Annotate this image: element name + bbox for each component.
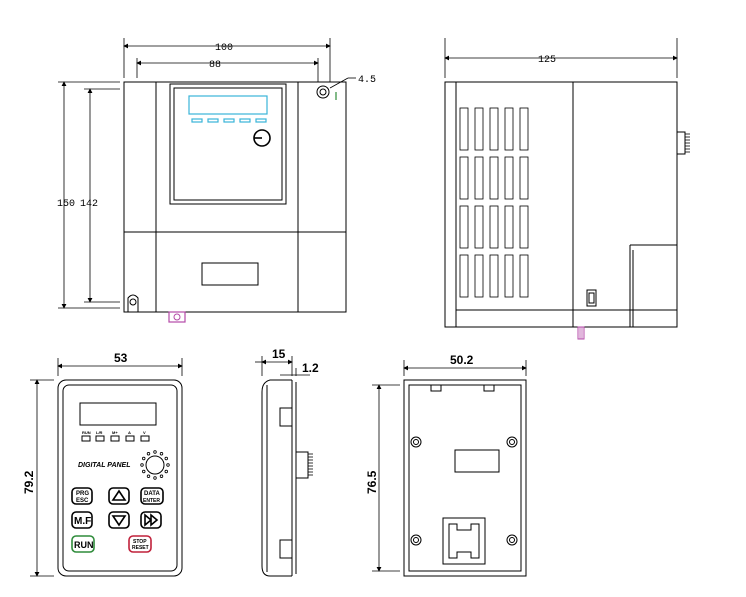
panel-indicator-row: RUN L/R M+ A V [81, 430, 150, 442]
indicator-v-label: V [143, 430, 146, 435]
panel-front-outline [57, 379, 183, 577]
reset-key-label: RESET [132, 545, 149, 551]
front-view: 100 88 150 142 4.5 [57, 38, 376, 323]
vent-slot [519, 107, 529, 151]
vent-slot [459, 205, 469, 249]
vent-slot [474, 156, 484, 200]
front-body-outline [123, 81, 347, 313]
panel-back-outline [403, 379, 527, 577]
mount-hole-bottom-icon [129, 298, 137, 306]
indicator-a-label: A [128, 430, 131, 435]
vent-slot [489, 205, 499, 249]
panel-side-clip-bottom [279, 539, 293, 559]
vent-slot [504, 205, 514, 249]
enter-key-label: ENTER [143, 498, 160, 504]
vent-slot [519, 156, 529, 200]
side-body-outline [444, 81, 678, 328]
mount-hole-top-icon [316, 85, 330, 99]
shift-key[interactable] [140, 511, 162, 529]
panel-lcd-window [79, 402, 157, 426]
prg-esc-key[interactable] [71, 487, 93, 505]
indicator-m-label: M+ [112, 430, 118, 435]
vent-slot [459, 156, 469, 200]
panel-step-label: 1.2 [302, 361, 319, 375]
panel-back-view: 50.2 76.5 [365, 353, 527, 577]
side-depth-label: 125 [538, 55, 556, 66]
panel-back-screw-holes [410, 436, 518, 546]
run-key-label: RUN [74, 540, 94, 550]
panel-back-label-window [454, 449, 500, 473]
panel-side-clip-top [279, 407, 293, 427]
vent-slot [519, 254, 529, 298]
side-connector-icon [577, 326, 585, 340]
vent-slot [504, 156, 514, 200]
fast-forward-icon [144, 513, 159, 527]
stop-key-label: STOP [133, 539, 147, 545]
panel-depth-label: 15 [272, 347, 286, 361]
vent-slot [489, 156, 499, 200]
vent-slot [474, 254, 484, 298]
front-height-outer-label: 150 [57, 199, 75, 210]
mf-key-label: M.F [74, 516, 91, 527]
vent-slot [489, 254, 499, 298]
indicator-lr-label: L/R [96, 430, 103, 435]
vent-slot [459, 107, 469, 151]
front-lcd-window [188, 95, 268, 115]
front-height-inner-label: 142 [80, 199, 98, 210]
side-view: 125 [444, 38, 690, 340]
panel-knob-icon [145, 455, 165, 475]
panel-front-view: RUN L/R M+ A V DIGITAL PANEL PRG ESC DAT… [22, 351, 183, 577]
vent-slot [474, 205, 484, 249]
side-vent-slots [459, 107, 529, 298]
vent-slot [489, 107, 499, 151]
stop-reset-key[interactable] [128, 535, 152, 553]
front-keypad-frame [169, 83, 287, 205]
front-connector-icon [168, 311, 186, 323]
vent-slot [459, 254, 469, 298]
panel-brand-label: DIGITAL PANEL [78, 462, 131, 469]
data-key-label: DATA [144, 491, 160, 497]
panel-height-label: 79.2 [22, 470, 36, 494]
side-knob-icon [676, 131, 686, 155]
panel-width-label: 53 [114, 351, 128, 365]
down-key[interactable] [108, 511, 130, 529]
front-indicator-dashes [191, 118, 267, 123]
up-arrow-icon [111, 489, 127, 501]
indicator-run-label: RUN [82, 430, 91, 435]
panel-back-connector [442, 517, 486, 565]
panel-side-outline [261, 379, 292, 577]
down-arrow-icon [111, 515, 127, 527]
run-key[interactable] [71, 535, 95, 553]
panel-side-view: 15 1.2 [255, 347, 319, 577]
hole-diameter-label: 4.5 [358, 75, 376, 86]
front-width-outer-label: 100 [215, 43, 233, 54]
mf-key[interactable] [71, 511, 93, 529]
vent-slot [519, 205, 529, 249]
panel-side-knob-icon [295, 451, 309, 479]
panel-back-width-label: 50.2 [450, 353, 474, 367]
vent-slot [474, 107, 484, 151]
side-latch-icon [586, 289, 597, 307]
front-width-inner-label: 88 [209, 60, 221, 71]
vent-slot [504, 254, 514, 298]
prg-key-label: PRG [76, 491, 89, 497]
up-key[interactable] [108, 487, 130, 505]
esc-key-label: ESC [76, 498, 89, 504]
data-enter-key[interactable] [140, 487, 164, 505]
vent-slot [504, 107, 514, 151]
panel-back-height-label: 76.5 [365, 470, 379, 494]
front-label-window [201, 262, 259, 286]
